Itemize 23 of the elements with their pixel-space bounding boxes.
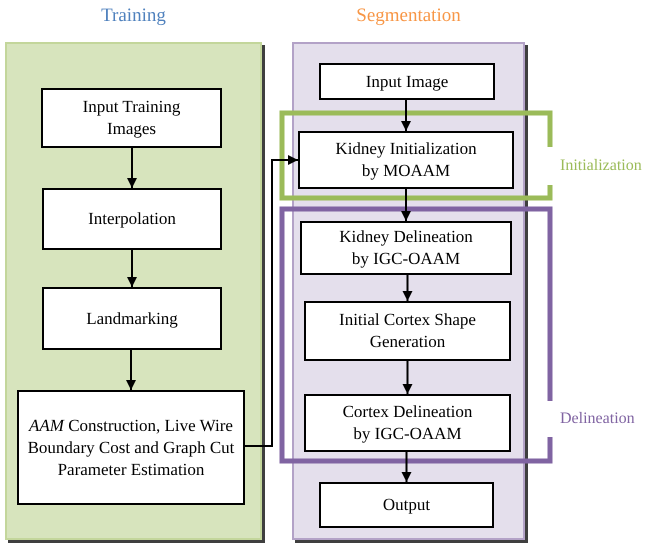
arrow (126, 350, 136, 390)
arrow (127, 148, 137, 188)
panel-heading: Segmentation (355, 4, 462, 28)
process-box: AAM Construction, Live Wire Boundary Cost and Graph Cut Parameter Estimation (17, 390, 245, 505)
bracket-label: Delineation (560, 409, 635, 429)
process-box: Output (319, 482, 494, 528)
process-box: Input Image (319, 63, 495, 100)
process-box: Kidney Delineation by IGC-OAAM (300, 221, 512, 275)
process-box: Initial Cortex Shape Generation (304, 301, 511, 361)
panel-heading: Training (100, 4, 167, 28)
process-box: Interpolation (42, 188, 222, 250)
bracket-label: Initialization (560, 156, 642, 176)
process-box: Input Training Images (41, 88, 222, 148)
arrow (401, 100, 411, 131)
arrow (245, 155, 298, 447)
arrow (402, 275, 412, 301)
arrow (402, 452, 412, 482)
process-box: Kidney Initialization by MOAAM (298, 131, 514, 189)
process-box: Cortex Delineation by IGC-OAAM (304, 394, 511, 452)
arrow (401, 189, 411, 221)
process-box: Landmarking (42, 287, 222, 350)
arrow (402, 361, 412, 394)
arrow (127, 250, 137, 287)
